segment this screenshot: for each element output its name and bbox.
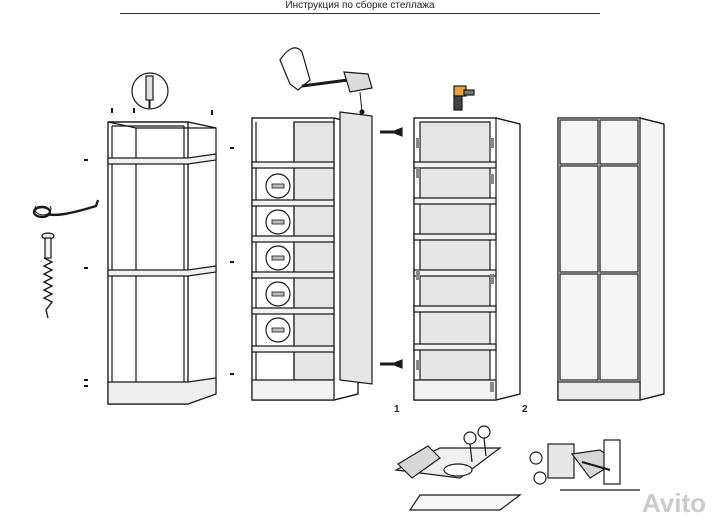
title-rule [120, 13, 600, 14]
door-panel [599, 119, 639, 165]
door-panel [559, 165, 599, 273]
door-panel [599, 165, 639, 273]
cabinet-frame [84, 108, 234, 405]
cabinet-closed [557, 117, 665, 401]
watermark-logo: Avito [641, 488, 706, 518]
allen-key-icon [32, 199, 100, 219]
back-panel [293, 121, 335, 381]
step-label-2: 2 [522, 404, 528, 415]
screw-icon [41, 232, 55, 319]
shelf-panel [107, 265, 217, 277]
hinge-detail-1 [393, 425, 522, 511]
shelf-panel [107, 153, 217, 165]
door-panel [599, 273, 639, 381]
door-panel [559, 273, 599, 381]
cabinet-hinges [413, 117, 521, 401]
hammer-icon [279, 47, 373, 115]
door-panel [559, 119, 599, 165]
hinge-detail-2 [529, 439, 640, 491]
screwdriver-icon [131, 72, 169, 110]
back-panel-loose [339, 111, 373, 385]
arrow-icon [380, 127, 403, 369]
page-title: Инструкция по сборке стеллажа [285, 0, 435, 11]
step-label-1: 1 [394, 404, 400, 415]
hinge-icon [416, 138, 494, 392]
base-panel [107, 377, 217, 405]
drill-icon [453, 85, 475, 111]
